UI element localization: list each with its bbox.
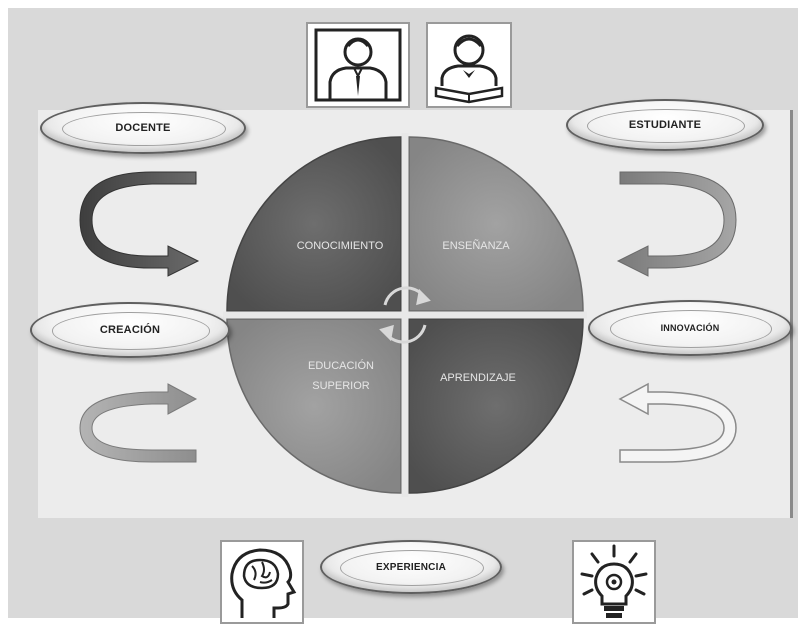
quadrant-conocimiento — [226, 136, 402, 312]
oval-estudiante: ESTUDIANTE — [566, 99, 764, 151]
oval-label-experiencia: EXPERIENCIA — [376, 561, 446, 573]
oval-inner-ring — [339, 550, 485, 586]
quadrant-label-aprendizaje: APRENDIZAJE — [440, 372, 516, 384]
oval-inner-ring — [62, 111, 226, 147]
lightbulb-icon — [572, 540, 656, 624]
quadrant-aprendizaje — [408, 318, 584, 494]
quadrant-educacion-superior — [226, 318, 402, 494]
quadrant-label-educacion-superior: EDUCACIÓN SUPERIOR — [286, 356, 396, 396]
center-cycle-icon — [379, 286, 431, 344]
oval-inner-ring — [51, 312, 211, 350]
quadrant-label-ensenanza: ENSEÑANZA — [442, 240, 510, 252]
oval-creacion: CREACIÓN — [30, 302, 230, 358]
curved-arrow-right-top-icon — [616, 171, 737, 277]
oval-innovacion: INNOVACIÓN — [588, 300, 792, 356]
quadrant-label-line: EDUCACIÓN — [307, 360, 374, 372]
oval-experiencia: EXPERIENCIA — [320, 540, 502, 594]
oval-label-creacion: CREACIÓN — [99, 324, 161, 336]
curved-arrow-right-bottom-icon — [618, 382, 737, 463]
teacher-icon — [306, 22, 410, 108]
quadrant-label-line: SUPERIOR — [312, 380, 370, 392]
oval-inner-ring — [587, 108, 745, 144]
quadrant-label-conocimiento: CONOCIMIENTO — [296, 240, 384, 252]
student-icon — [426, 22, 512, 108]
oval-docente: DOCENTE — [40, 102, 246, 154]
brain-head-icon — [220, 540, 304, 624]
oval-inner-ring — [610, 310, 772, 348]
quadrant-ensenanza — [408, 136, 584, 312]
curved-arrow-left-bottom-icon — [79, 383, 198, 463]
curved-arrow-left-top-icon — [79, 171, 200, 277]
oval-label-innovacion: INNOVACIÓN — [660, 323, 720, 333]
oval-label-docente: DOCENTE — [115, 122, 171, 134]
oval-label-estudiante: ESTUDIANTE — [628, 119, 702, 131]
